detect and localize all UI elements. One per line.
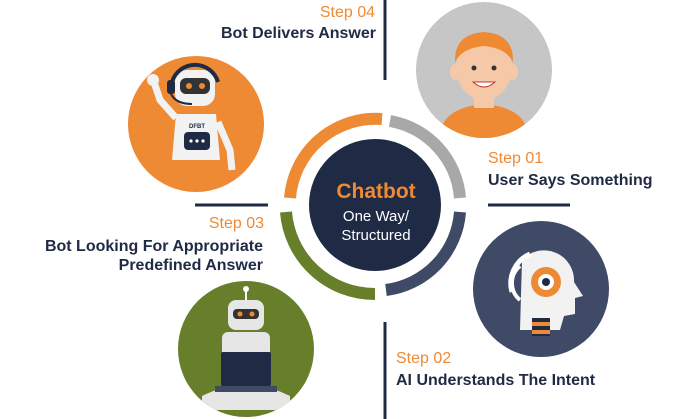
step-01-number: Step 01 bbox=[488, 150, 544, 167]
step-02-text: AI Understands The Intent bbox=[396, 372, 596, 389]
center-subtitle-line2: Structured bbox=[341, 227, 411, 244]
step-04-text: Bot Delivers Answer bbox=[220, 25, 376, 42]
step-04-number: Step 04 bbox=[319, 4, 375, 21]
center-subtitle: One Way/ Structured bbox=[318, 207, 434, 245]
center-title: Chatbot bbox=[336, 180, 416, 203]
user-avatar-icon bbox=[416, 2, 552, 138]
step-03-text: Bot Looking For Appropriate Predefined A… bbox=[0, 237, 263, 275]
center-subtitle-line1: One Way/ bbox=[342, 208, 410, 225]
robot-laptop-icon bbox=[178, 281, 314, 417]
ring-segment-slate bbox=[385, 211, 466, 296]
step-02-number: Step 02 bbox=[396, 350, 452, 367]
step-03-number: Step 03 bbox=[208, 215, 264, 232]
ring-segment-olive bbox=[280, 211, 376, 301]
ring-segment-grey bbox=[388, 115, 466, 199]
step-01-text: User Says Something bbox=[488, 172, 653, 189]
robot-badge: DFBT bbox=[189, 124, 205, 130]
step-03-text-line1: Bot Looking For Appropriate bbox=[44, 238, 263, 255]
ai-head-icon bbox=[473, 221, 609, 357]
ring-segment-orange bbox=[284, 112, 383, 199]
step-03-text-line2: Predefined Answer bbox=[118, 257, 263, 274]
robot-headset-icon: DFBT bbox=[128, 56, 264, 192]
center-disc bbox=[309, 139, 441, 271]
